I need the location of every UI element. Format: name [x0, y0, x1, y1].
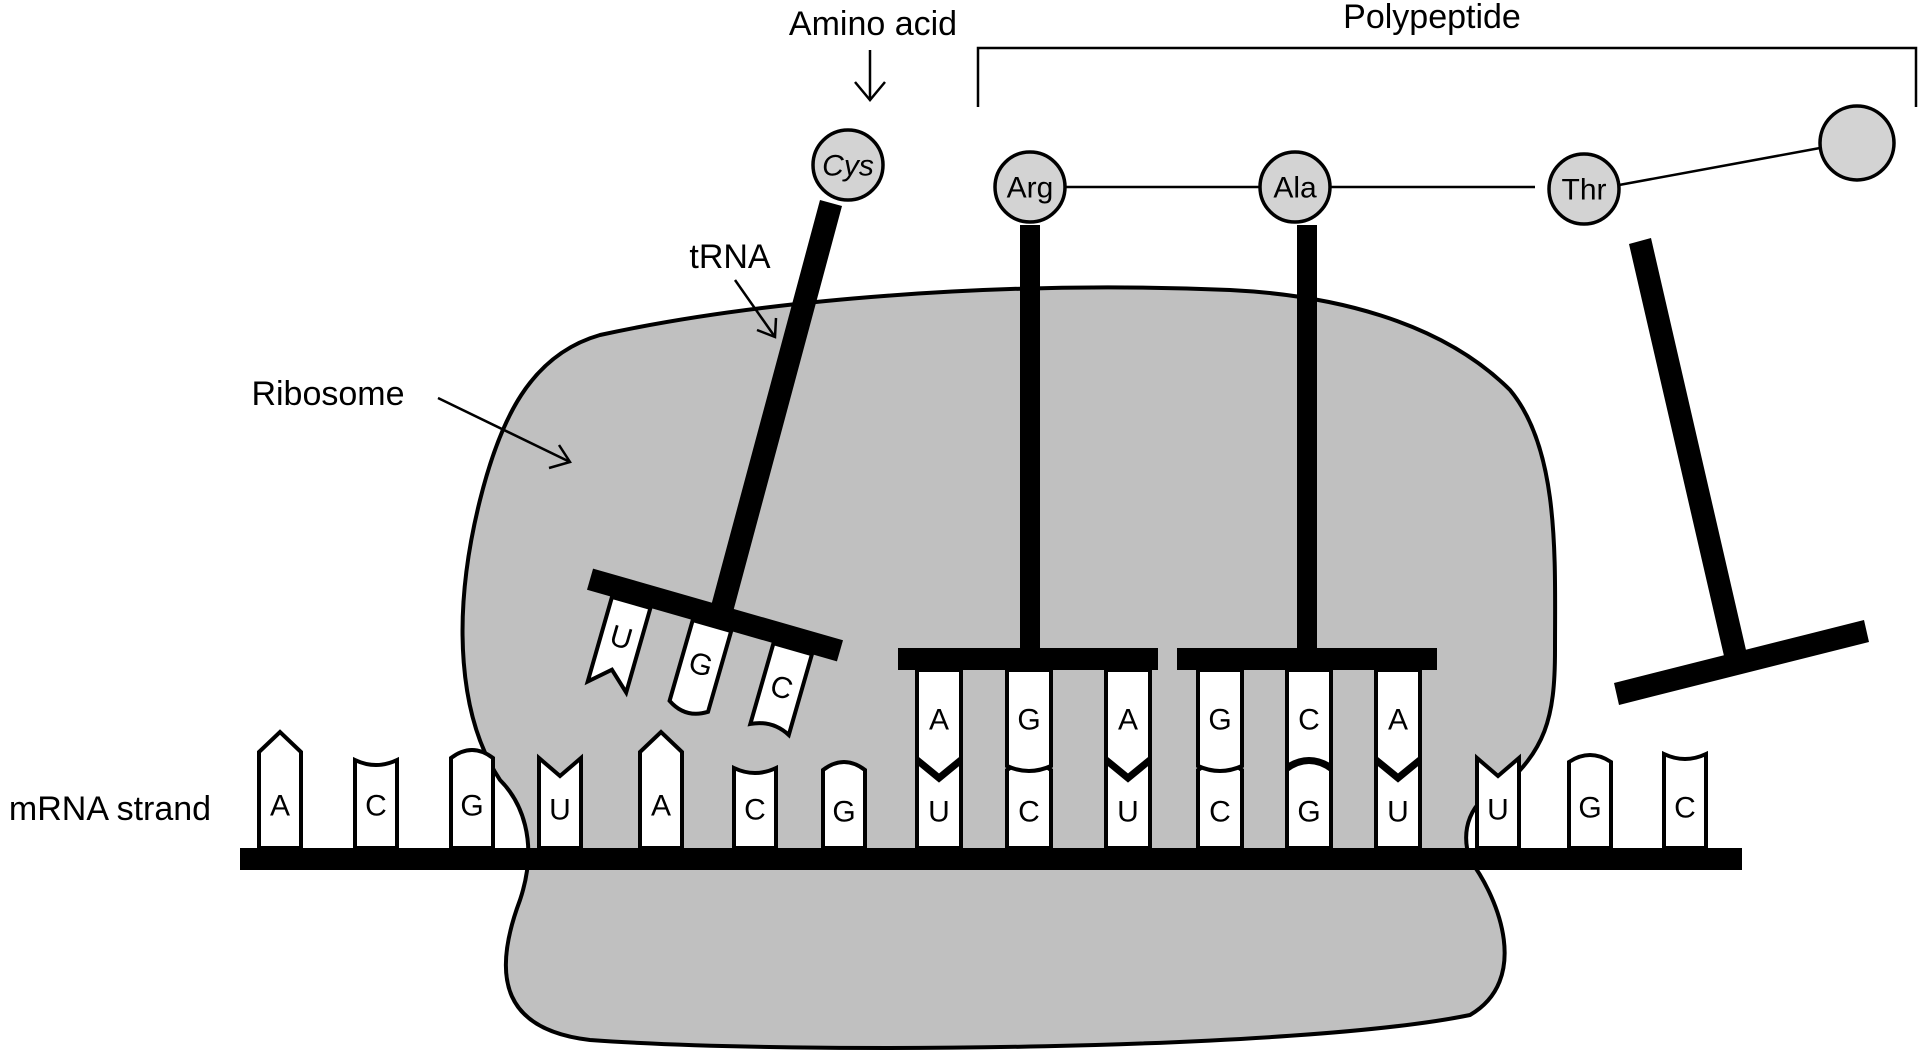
anticodon-base: G [1005, 668, 1053, 773]
anticodon-base-label: A [1118, 704, 1138, 737]
mrna-backbone [240, 848, 1742, 870]
mrna-base: G [1567, 753, 1613, 850]
polypeptide-bracket [976, 46, 1918, 107]
mrna-base-label: C [1209, 796, 1231, 829]
mrna-base-label: C [744, 794, 766, 827]
peptide-bond-line [1618, 146, 1821, 187]
mrna-base: A [638, 729, 684, 850]
mrna-base: C [732, 764, 778, 850]
mrna-base-label: C [365, 790, 387, 823]
amino-acid-label: Arg [1007, 172, 1054, 205]
trna-anticodon-bar [1614, 620, 1869, 705]
mrna-base: C [1196, 760, 1244, 850]
trna-stem [1297, 225, 1317, 650]
mrna-base: C [1662, 750, 1708, 850]
anticodon-base: A [915, 668, 963, 779]
mrna-base-label: A [651, 790, 671, 823]
anticodon-base: G [1196, 668, 1244, 773]
mrna-base: C [1005, 760, 1053, 850]
trna-stem [711, 200, 842, 612]
mrna-base-label: A [270, 790, 290, 823]
mrna-base: G [821, 760, 867, 850]
trna-stem [1629, 238, 1746, 656]
mrna-base-label: U [549, 794, 571, 827]
trna-stem [1020, 225, 1040, 650]
anticodon-base: C [1285, 668, 1333, 770]
mrna-base: U [1475, 753, 1521, 850]
mrna-base-label: G [1578, 792, 1601, 825]
mrna-base-label: U [1117, 796, 1139, 829]
mrna-base: A [257, 729, 303, 850]
mrna-base: C [353, 756, 399, 850]
amino-acid-heading: Amino acid [789, 5, 957, 43]
amino-acid-cys: Cys [811, 128, 885, 202]
trna-anticodon-bar [1177, 648, 1437, 670]
mrna-base-label: U [928, 796, 950, 829]
mrna-base-label: G [460, 790, 483, 823]
anticodon-base-label: C [1298, 704, 1320, 737]
mrna-base: G [449, 748, 495, 850]
mrna-base: U [537, 753, 583, 850]
amino-acid-label: Cys [822, 150, 874, 183]
amino-acid-arg: Arg [993, 150, 1067, 224]
trna-cys-incoming: U G C [584, 200, 843, 739]
mrna-base: U [1374, 757, 1422, 850]
mrna-base-label: G [832, 796, 855, 829]
anticodon-base: U [584, 594, 653, 698]
trna-label: tRNA [689, 238, 771, 276]
mrna-bases: A C G U A C G U [257, 729, 1708, 850]
trna-ala: G C A [1177, 225, 1437, 779]
mrna-base-label: U [1487, 794, 1509, 827]
mrna-base: U [1104, 757, 1152, 850]
amino-acid-thr: Thr [1547, 152, 1621, 226]
mrna-strand-label: mRNA strand [9, 790, 211, 828]
amino-acid-label: Ala [1273, 172, 1317, 205]
anticodon-base: A [1104, 668, 1152, 779]
trna-anticodon-bar [587, 568, 843, 662]
trna-anticodon-bar [898, 648, 1158, 670]
amino-acid-arrow [854, 50, 886, 102]
mrna-base-label: U [1387, 796, 1409, 829]
mrna-base: U [915, 757, 963, 850]
trna-arg: A G A [898, 225, 1158, 779]
anticodon-base-label: G [1017, 704, 1040, 737]
ribosome-label: Ribosome [251, 375, 404, 413]
anticodon-base-label: A [929, 704, 949, 737]
amino-acid-ala: Ala [1258, 150, 1332, 224]
mrna-base-label: C [1018, 796, 1040, 829]
mrna-base-label: G [1297, 796, 1320, 829]
anticodon-base-label: A [1388, 704, 1408, 737]
mrna-base: G [1285, 760, 1333, 850]
trna-departing [1614, 238, 1869, 705]
ribosome-arrow [437, 396, 572, 470]
amino-acid-unlabeled [1818, 104, 1896, 182]
anticodon-base: G [667, 617, 734, 716]
amino-acid-label: Thr [1562, 174, 1607, 207]
anticodon-base-label: G [1208, 704, 1231, 737]
anticodon-base: C [747, 640, 815, 739]
anticodon-base: A [1374, 668, 1422, 779]
polypeptide-label: Polypeptide [1343, 0, 1521, 36]
mrna-base-label: C [1674, 792, 1696, 825]
trna-arrow [733, 279, 778, 339]
trna-anticodon-group: U G C [584, 568, 843, 739]
